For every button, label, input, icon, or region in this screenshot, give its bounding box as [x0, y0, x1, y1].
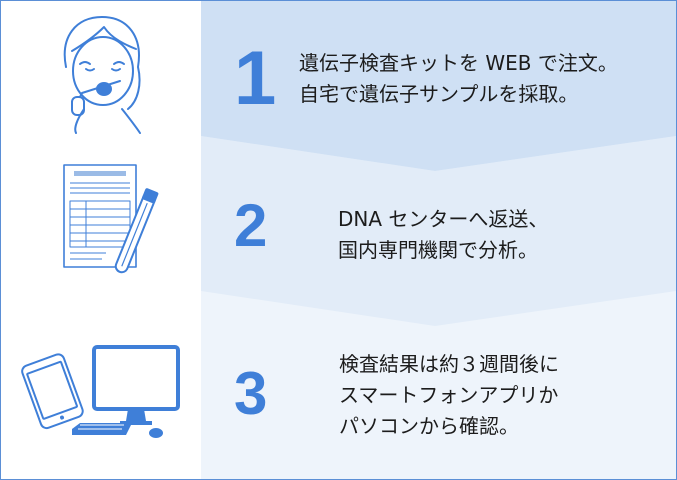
document-test-tube-icon: [63, 164, 159, 274]
step-3-text: 検査結果は約３週間後に スマートフォンアプリか パソコンから確認。: [339, 349, 559, 442]
step-2-line-2: 国内専門機関で分析。: [338, 238, 538, 262]
step-3-line-2: スマートフォンアプリか: [339, 383, 559, 407]
step-3-line-3: パソコンから確認。: [339, 414, 519, 438]
step-2-band: [201, 136, 676, 326]
step-1-number: 1: [234, 36, 277, 121]
step-3-number: 3: [234, 360, 268, 427]
step-1-band: [201, 1, 676, 171]
step-1-line-2: 自宅で遺伝子サンプルを採取。: [299, 82, 579, 106]
step-1-text: 遺伝子検査キットを WEB で注文。 自宅で遺伝子サンプルを採取。: [299, 48, 618, 110]
step-1-line-1: 遺伝子検査キットを WEB で注文。: [299, 51, 618, 75]
step-3-line-1: 検査結果は約３週間後に: [339, 352, 559, 376]
smartphone-computer-icon: [21, 345, 180, 438]
step-3-band: [201, 291, 676, 479]
step-2-number: 2: [234, 192, 268, 259]
step-2-line-1: DNA センターへ返送、: [338, 207, 549, 231]
person-swab-icon: [63, 16, 141, 134]
step-2-text: DNA センターへ返送、 国内専門機関で分析。: [338, 204, 548, 266]
